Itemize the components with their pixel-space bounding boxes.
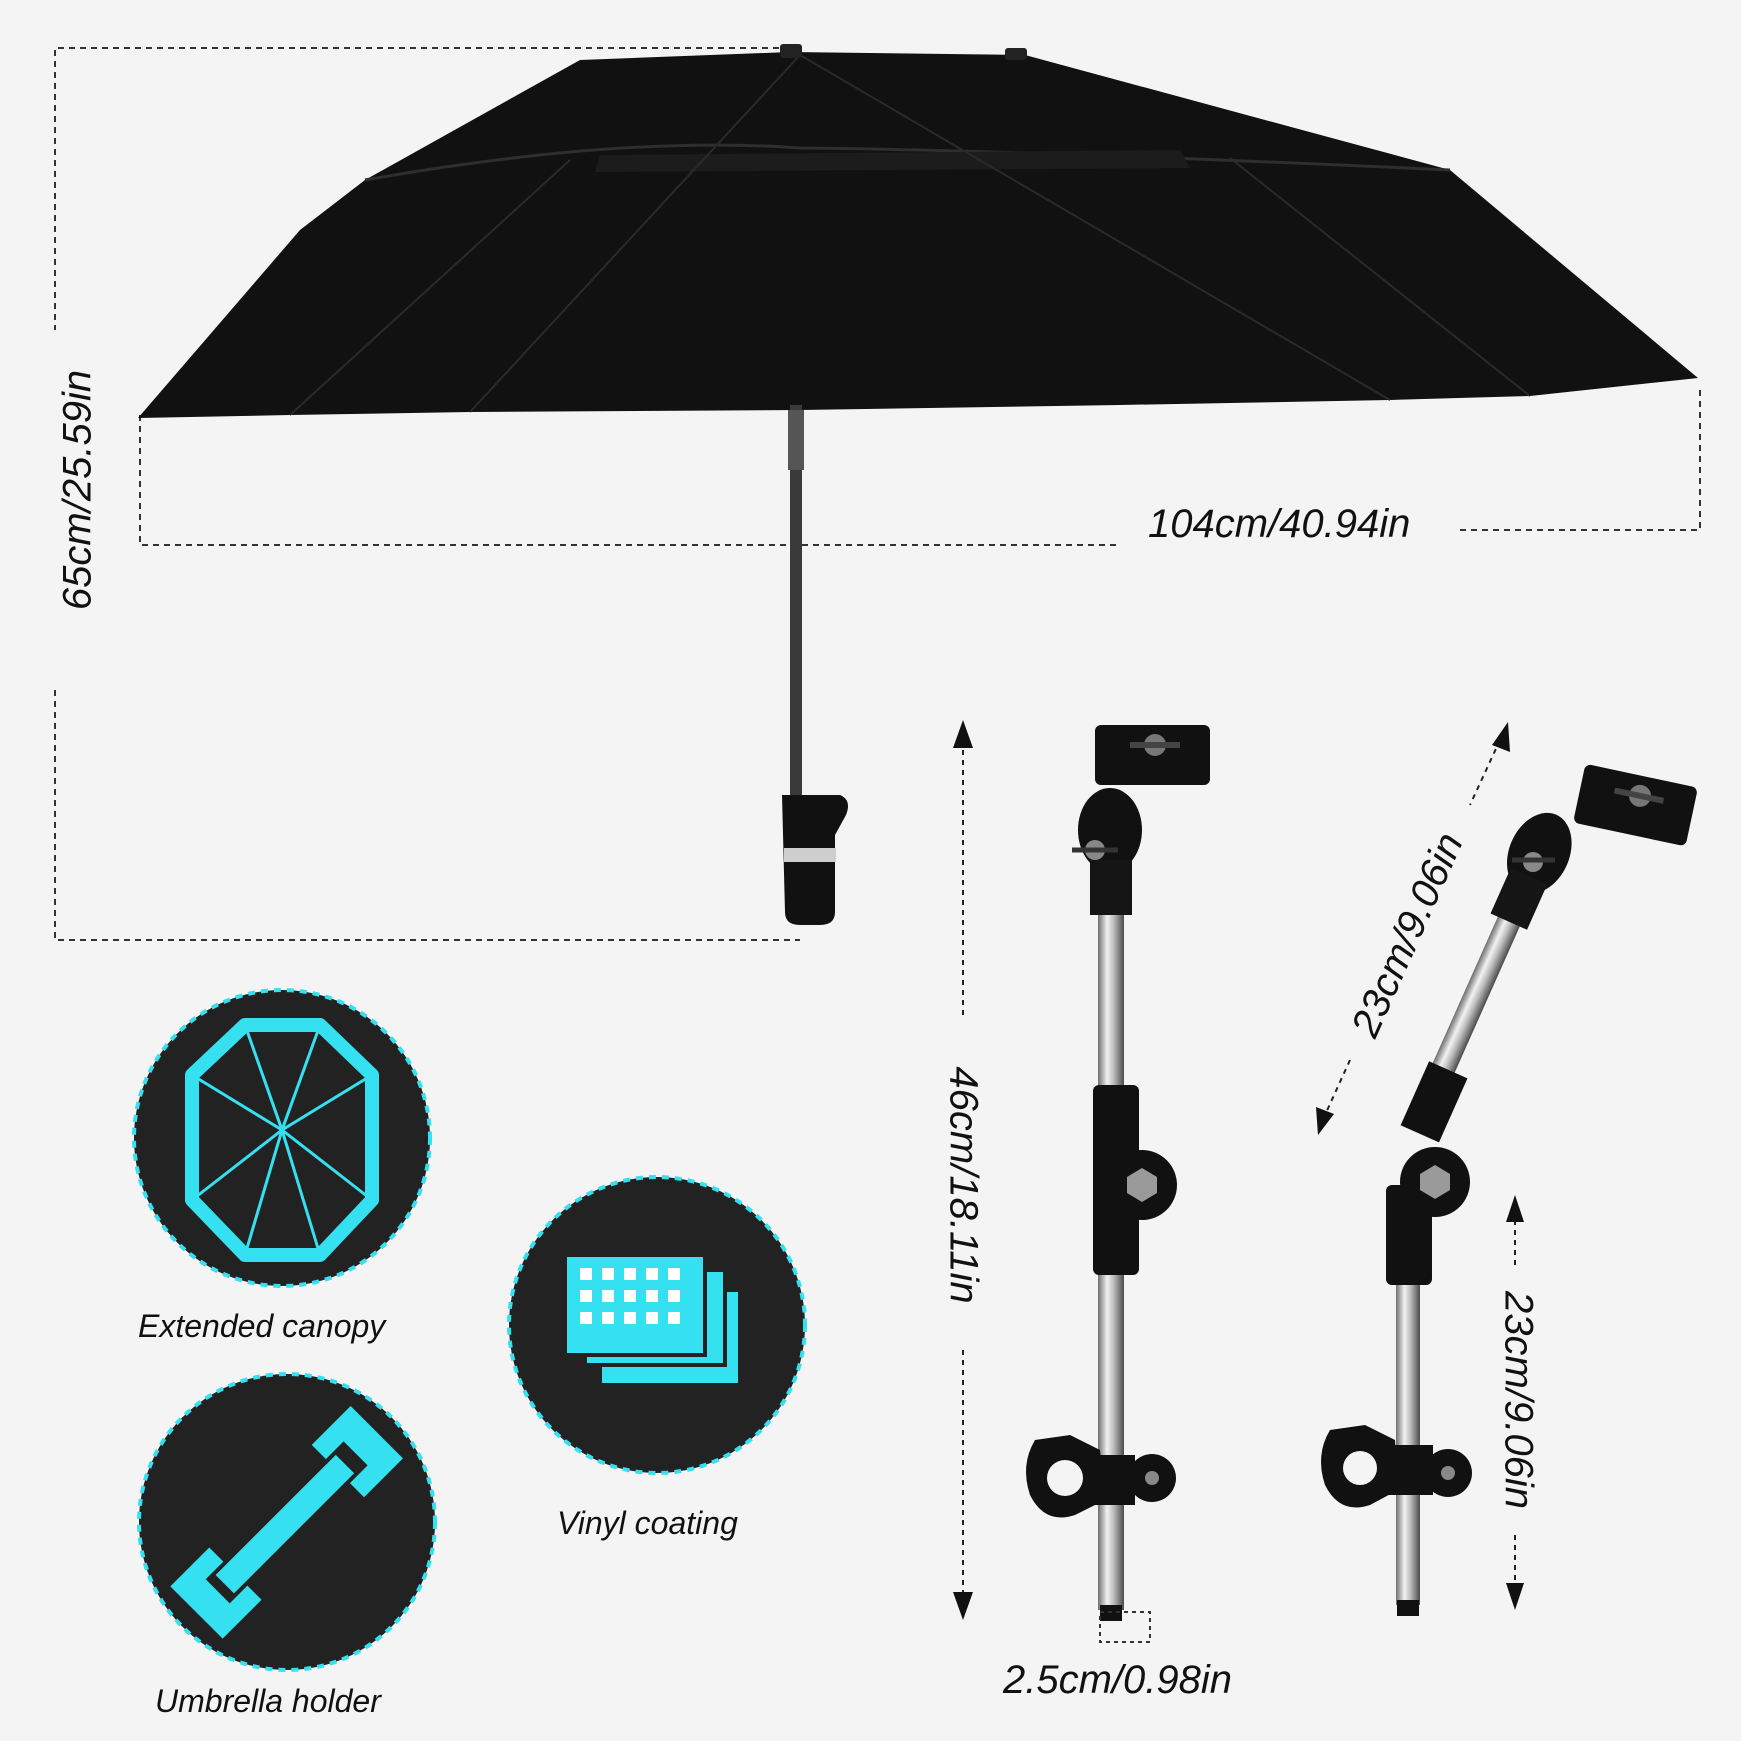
feature-label-vinyl-coating: Vinyl coating [557,1505,738,1541]
umbrella-illustration [138,44,1698,925]
holder-height-label: 46cm/18.11in [941,1066,986,1304]
lower-arm-length-arrow [1506,1195,1524,1610]
feature-icon-vinyl-coating [507,1175,807,1475]
feature-label-umbrella-holder: Umbrella holder [155,1683,381,1719]
umbrella-width-label: 104cm/40.94in [1148,502,1411,546]
feature-label-extended-canopy: Extended canopy [138,1308,386,1344]
wrench-icon [170,1406,403,1639]
upper-arm-length-arrow [1316,722,1510,1135]
tube-diameter-label: 2.5cm/0.98in [1003,1658,1233,1702]
feature-icon-umbrella-holder [137,1372,437,1672]
layered-sheets-icon [563,1253,742,1387]
umbrella-height-label: 65cm/25.59in [55,369,100,611]
feature-icon-extended-canopy [132,988,432,1288]
lower-arm-length-label: 23cm/9.06in [1496,1291,1541,1509]
octagon-canopy-icon [185,1018,379,1262]
umbrella-holder-angled [1321,764,1697,1616]
umbrella-holder-straight [1026,725,1210,1643]
umbrella-canopy [138,52,1698,418]
holder-height-arrow [953,720,973,1620]
